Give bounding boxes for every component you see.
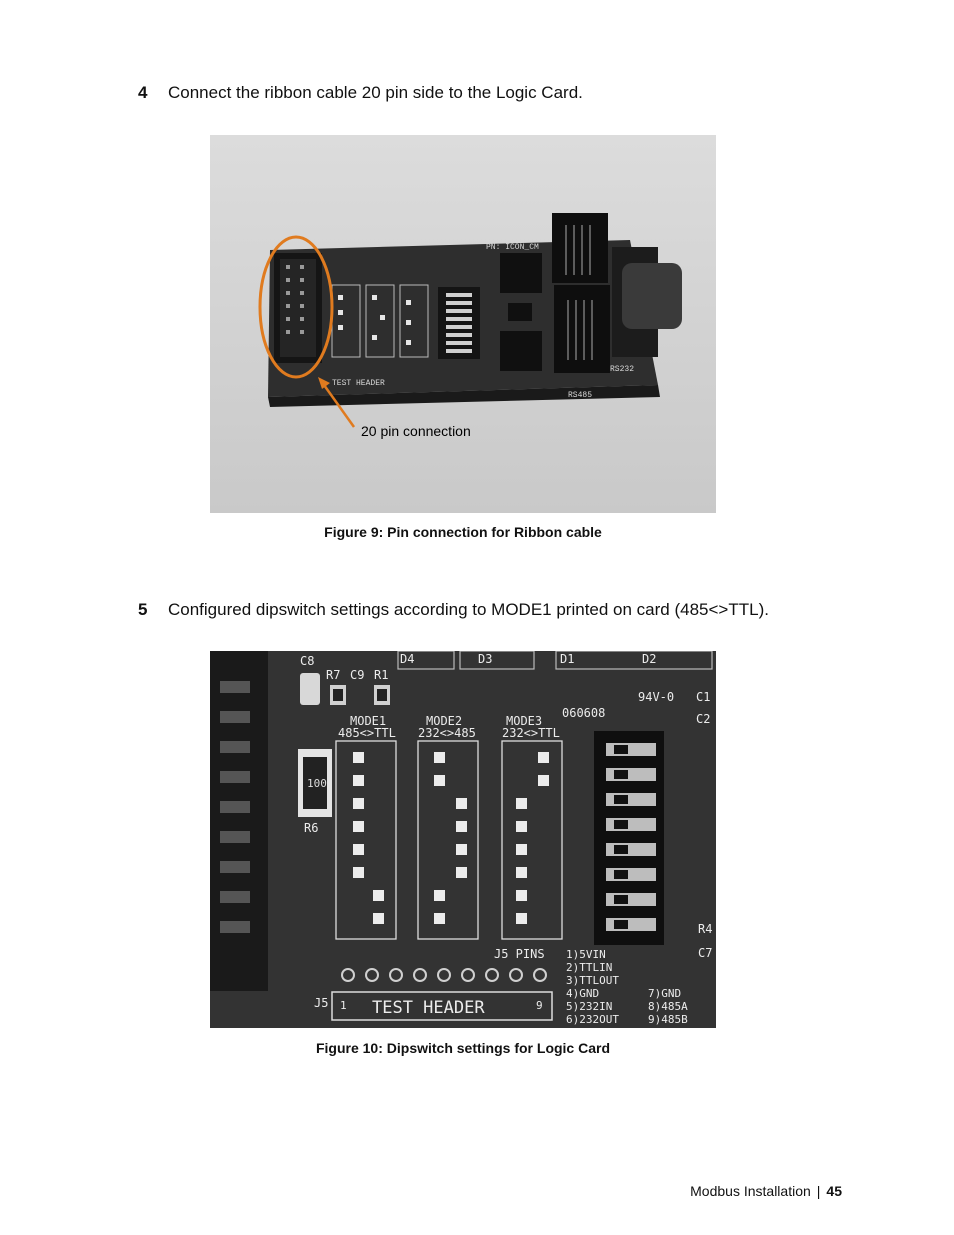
board-pn-label: PN: ICON_CM [486,243,539,252]
page-number: 45 [826,1183,842,1199]
label-mode1-sub: 485<>TTL [338,726,396,740]
figure-9-callout: 20 pin connection [361,423,471,439]
step-4: 4 Connect the ribbon cable 20 pin side to… [138,83,583,103]
step-text: Connect the ribbon cable 20 pin side to … [168,83,583,102]
label-test-header: TEST HEADER [372,998,485,1018]
step-number: 5 [138,600,148,619]
label-pin-6: 6)232OUT [566,1013,619,1026]
callout-arrow [322,384,356,428]
label-r6-value: 100 [307,777,327,790]
step-5: 5 Configured dipswitch settings according… [138,600,769,620]
label-r6: R6 [304,821,318,835]
label-d1: D1 [560,652,574,666]
label-pin-9: 9)485B [648,1013,688,1026]
label-mode3-sub: 232<>TTL [502,726,560,740]
label-mode3: MODE3 [506,714,542,728]
label-c1: C1 [696,690,710,704]
board-rs232-label: RS232 [610,365,634,374]
figure-9-photo: PN: ICON_CM TEST HEADER RS232 RS485 [210,135,716,513]
label-c8: C8 [300,654,314,668]
label-d4: D4 [400,652,414,666]
label-j5-pins: J5 PINS [494,947,545,961]
label-rating: 94V-0 [638,690,674,704]
board-test-header-label: TEST HEADER [332,379,385,388]
board-rs485-label: RS485 [568,391,592,400]
label-pin-8: 8)485A [648,1000,688,1013]
figure-9-caption: Figure 9: Pin connection for Ribbon cabl… [324,524,602,540]
label-pin-2: 2)TTLIN [566,961,612,974]
label-mode1: MODE1 [350,714,386,728]
label-th-1: 1 [340,999,347,1012]
label-c2: C2 [696,712,710,726]
figure-10-photo: C8 R7 C9 R1 R6 100 D4 D3 D1 D2 C1 C2 94V… [210,651,716,1028]
highlight-ellipse [258,235,334,379]
footer-section: Modbus Installation [690,1183,811,1199]
page-footer: Modbus Installation | 45 [690,1183,842,1199]
label-j5: J5 [314,996,328,1010]
label-pin-3: 3)TTLOUT [566,974,619,987]
label-r7: R7 [326,668,340,682]
label-c9: C9 [350,668,364,682]
label-mode2: MODE2 [426,714,462,728]
step-text: Configured dipswitch settings according … [168,600,769,619]
label-date: 060608 [562,706,605,720]
label-pin-1: 1)5VIN [566,948,606,961]
label-d2: D2 [642,652,656,666]
footer-separator: | [816,1183,821,1199]
label-pin-5: 5)232IN [566,1000,612,1013]
label-c7: C7 [698,946,712,960]
label-pin-7: 7)GND [648,987,681,1000]
label-r4: R4 [698,922,712,936]
step-number: 4 [138,83,148,102]
label-d3: D3 [478,652,492,666]
label-pin-4: 4)GND [566,987,599,1000]
label-th-9: 9 [536,999,543,1012]
label-mode2-sub: 232<>485 [418,726,476,740]
label-r1: R1 [374,668,388,682]
figure-10-caption: Figure 10: Dipswitch settings for Logic … [315,1040,611,1056]
